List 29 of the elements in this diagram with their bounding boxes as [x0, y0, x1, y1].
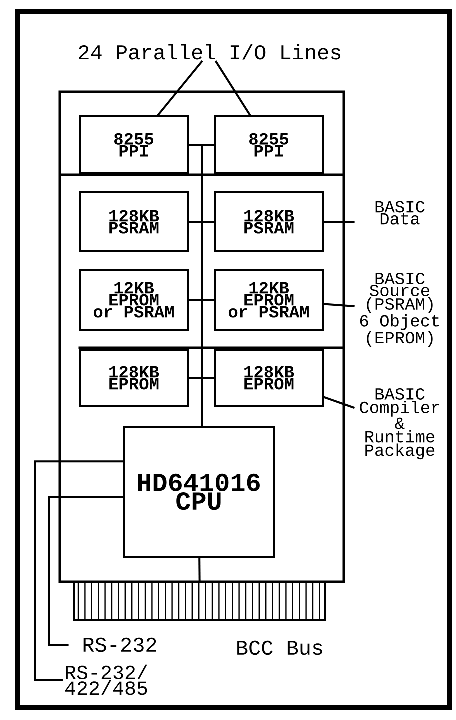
connector-line	[157, 60, 203, 116]
connector-line	[188, 299, 215, 301]
heading-label: 24 Parallel I/O Lines	[79, 44, 341, 60]
connector-line	[34, 460, 124, 681]
chip-box: 12KB EPROM or PSRAM	[214, 269, 324, 331]
port-label: BASIC Data	[376, 201, 425, 225]
port-label: RS-232	[84, 638, 156, 652]
chip-box: 8255 PPI	[79, 116, 189, 174]
connector-line	[188, 144, 215, 146]
connector-line	[215, 60, 252, 116]
chip-box: 128KB PSRAM	[79, 192, 189, 252]
chip-box: 128KB EPROM	[214, 349, 324, 407]
connector-line	[323, 396, 355, 409]
edge-connector	[74, 581, 326, 621]
connector-line	[323, 221, 355, 223]
connector-line	[48, 496, 124, 646]
connector-line	[188, 221, 215, 223]
chip-box: 128KB PSRAM	[214, 192, 324, 252]
chip-box: 8255 PPI	[214, 116, 324, 174]
connector-line	[198, 557, 201, 582]
chip-box: 128KB EPROM	[79, 349, 189, 407]
port-label: RS-232/ 422/485	[66, 664, 148, 696]
connector-line	[323, 303, 355, 308]
cpu-box: HD641016 CPU	[123, 426, 275, 558]
port-label: BASIC Source (PSRAM) 6 Object (EPROM)	[360, 272, 440, 348]
bus-label: BCC Bus	[238, 640, 322, 656]
connector-line	[188, 377, 215, 379]
port-label: BASIC Compiler & Runtime Package	[360, 388, 440, 460]
chip-box: 12KB EPROM or PSRAM	[79, 269, 189, 331]
